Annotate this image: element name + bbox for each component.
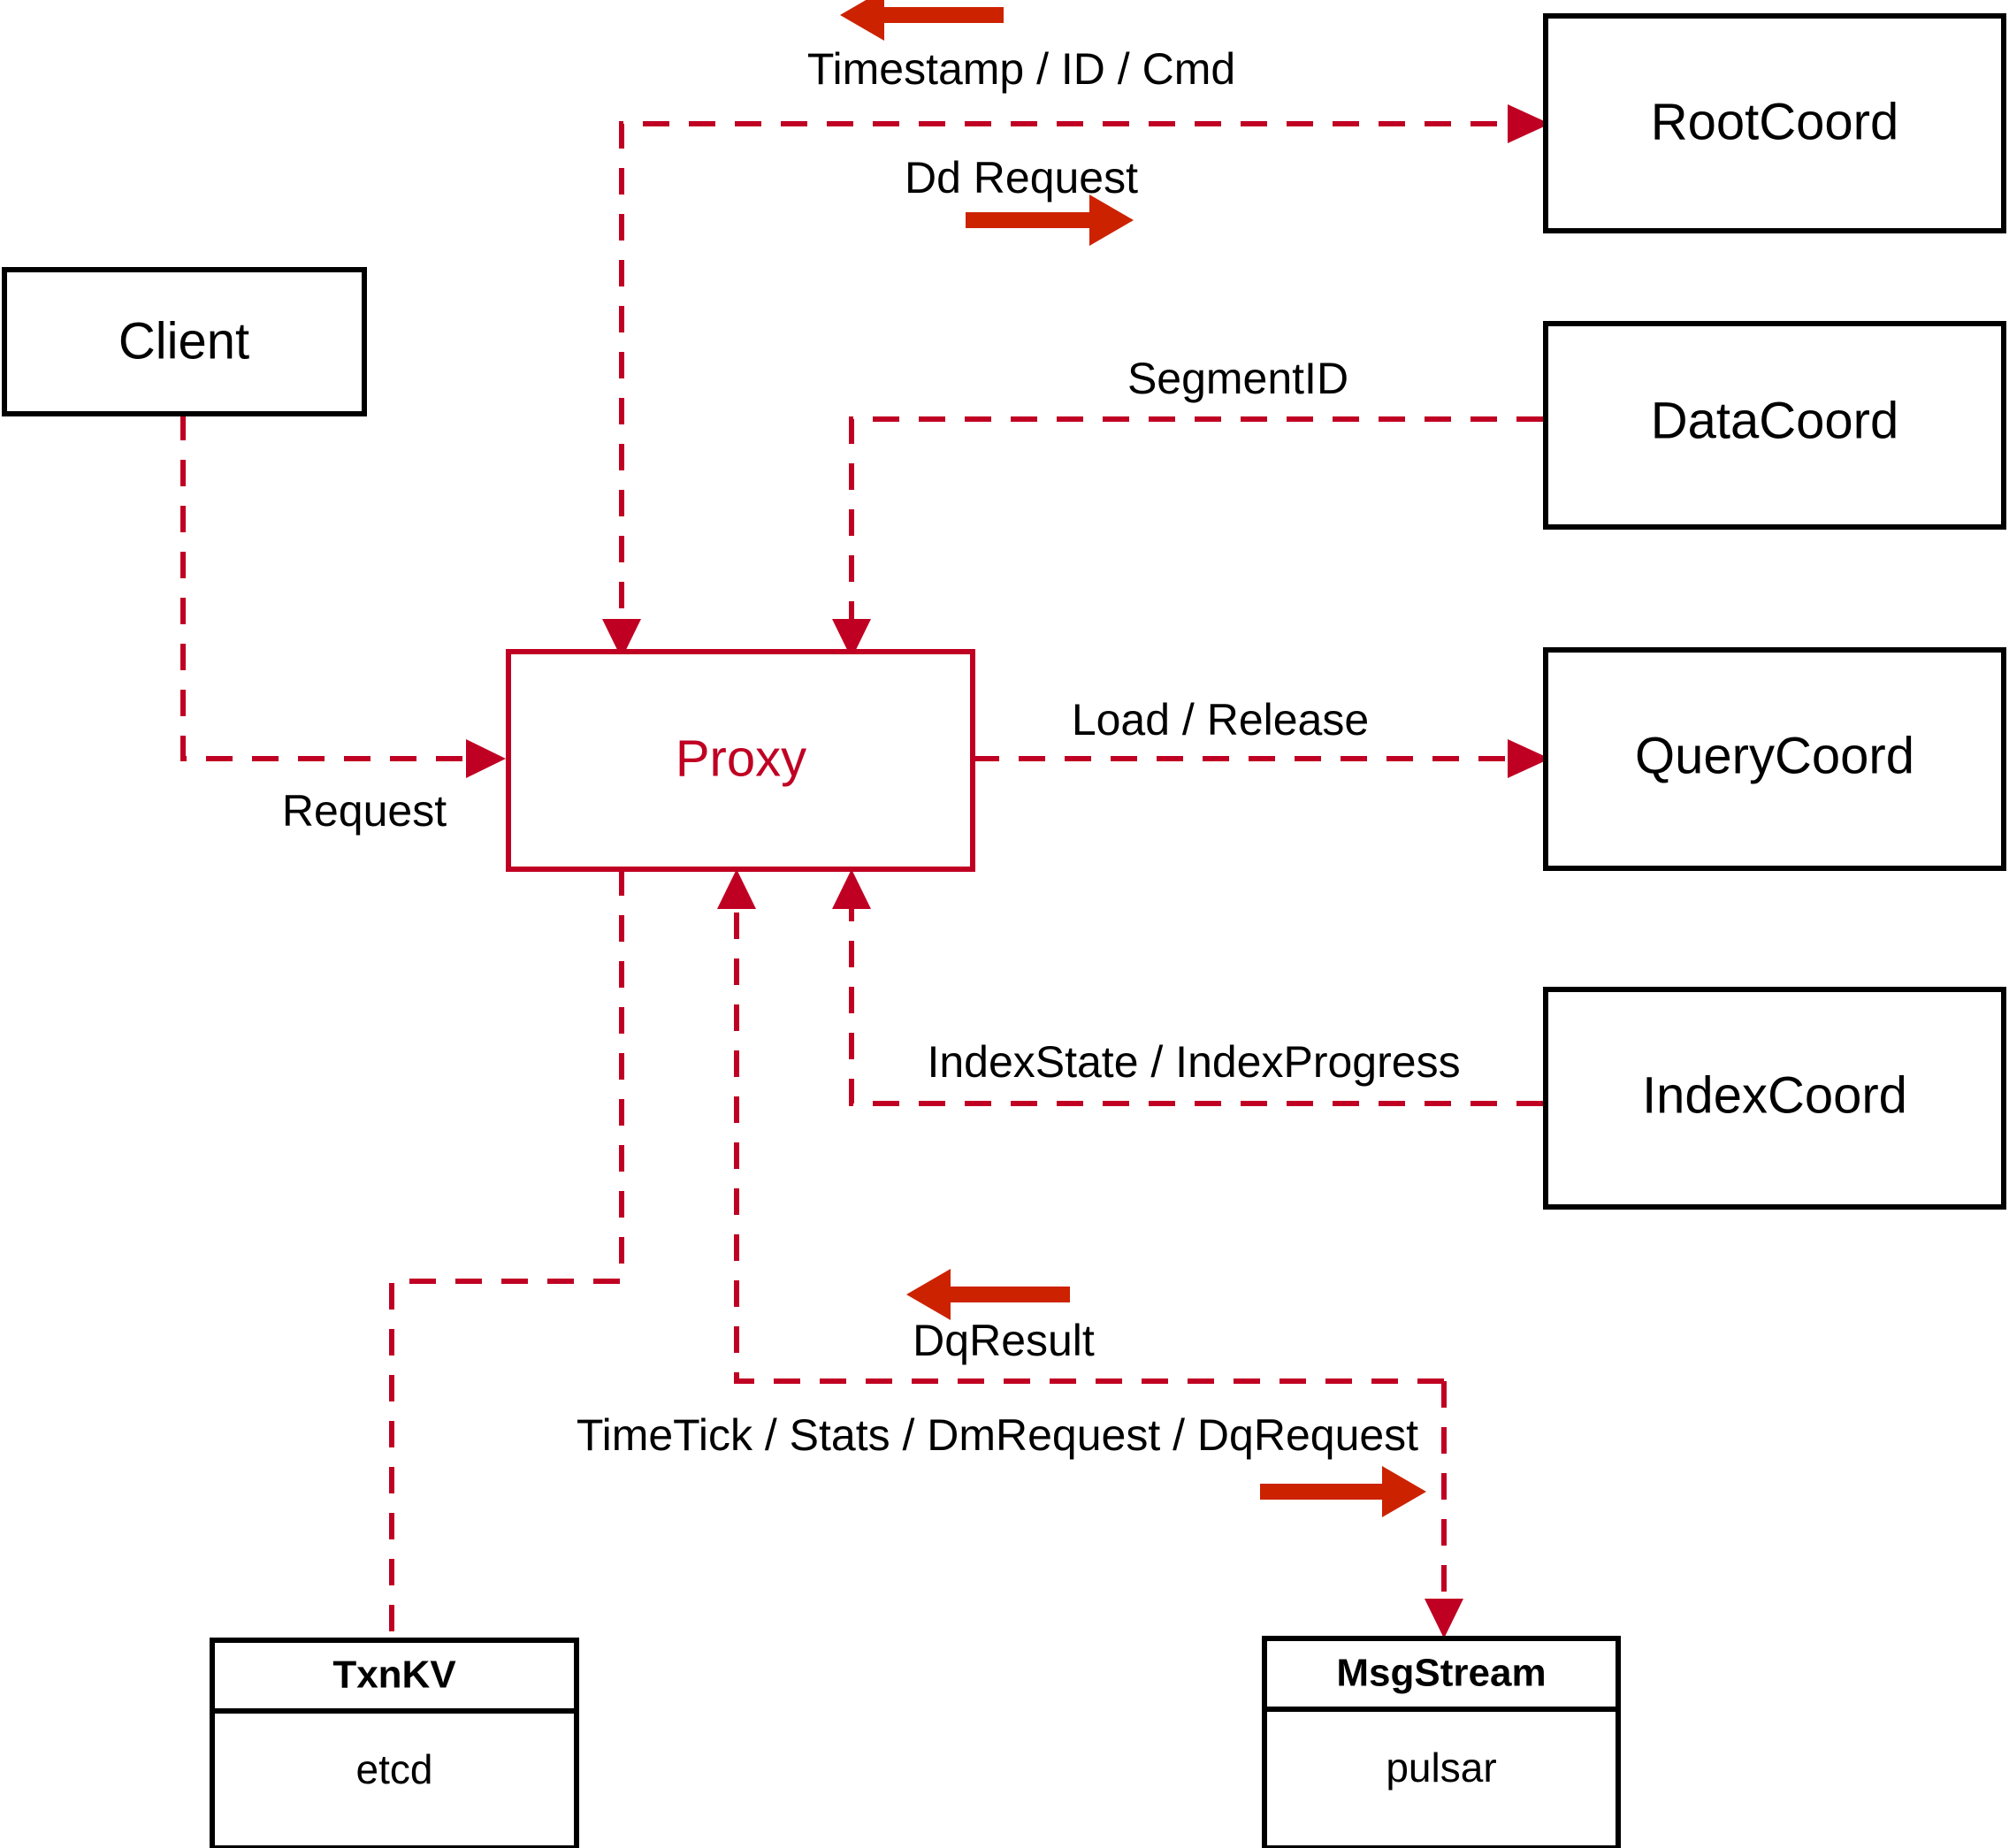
edge-path-timestamp-id-cmd (619, 121, 1543, 635)
arrow-shaft-dd-request (966, 212, 1103, 228)
direction-arrow-dqresult (906, 1269, 1070, 1320)
rootcoord-label: RootCoord (1651, 93, 1898, 150)
arrowhead-down-proxy-right (832, 619, 871, 659)
edge-path-request (180, 414, 482, 761)
edge-rootcoord-to-proxy (602, 104, 1550, 659)
edge-indexcoord-to-proxy (832, 869, 1543, 1106)
edge-path-index-state (849, 895, 1543, 1106)
arrowhead-right-proxy (466, 739, 506, 778)
direction-arrow-timestamp (840, 0, 1004, 41)
node-txnkv[interactable]: TxnKV etcd (210, 1638, 579, 1848)
client-box[interactable] (2, 267, 367, 416)
arrow-head-dqresult (906, 1269, 951, 1320)
edge-path-txnkv (389, 869, 624, 1640)
msgstream-impl: pulsar (1386, 1745, 1496, 1791)
node-rootcoord[interactable]: RootCoord (1543, 13, 2006, 233)
edge-datacoord-to-proxy (832, 416, 1543, 659)
rootcoord-box[interactable] (1543, 13, 2006, 233)
client-label: Client (118, 312, 249, 370)
edge-proxy-to-msgstream (1425, 1381, 1463, 1638)
direction-arrow-dd-request (966, 195, 1134, 246)
edge-label-timetick-stats: TimeTick / Stats / DmRequest / DqRequest (577, 1410, 1418, 1460)
proxy-box[interactable] (506, 649, 975, 872)
edge-label-dd-request: Dd Request (905, 153, 1138, 202)
arrow-shaft-dqresult (933, 1287, 1070, 1302)
node-indexcoord[interactable]: IndexCoord (1543, 987, 2006, 1210)
indexcoord-box[interactable] (1543, 987, 2006, 1210)
arrowhead-down-proxy-left (602, 619, 641, 659)
proxy-label: Proxy (676, 729, 806, 787)
node-client[interactable]: Client (2, 267, 367, 416)
msgstream-title: MsgStream (1336, 1652, 1546, 1695)
edge-path-segmentid (849, 416, 1543, 635)
arrow-shaft-timetick (1260, 1484, 1397, 1500)
node-datacoord[interactable]: DataCoord (1543, 321, 2006, 530)
querycoord-box[interactable] (1543, 647, 2006, 871)
node-msgstream[interactable]: MsgStream pulsar (1262, 1636, 1621, 1848)
edge-label-request: Request (282, 786, 447, 836)
arrowhead-up-proxy-dqresult (717, 869, 756, 909)
edge-proxy-to-txnkv (389, 869, 624, 1640)
edge-proxy-to-querycoord (973, 739, 1550, 778)
edge-msgstream-to-proxy-dqresult (717, 869, 1444, 1384)
arrowhead-right-rootcoord (1508, 104, 1550, 143)
datacoord-box[interactable] (1543, 321, 2006, 530)
edge-label-dqresult: DqResult (913, 1316, 1095, 1365)
arrowhead-down-msgstream (1425, 1599, 1463, 1638)
edge-label-load-release: Load / Release (1072, 695, 1369, 745)
msgstream-box[interactable] (1262, 1636, 1621, 1848)
arrow-head-timetick (1382, 1466, 1426, 1517)
arrowhead-up-proxy-index (832, 869, 871, 909)
arrow-shaft-timestamp (867, 7, 1004, 23)
txnkv-impl: etcd (356, 1746, 433, 1792)
edge-label-timestamp-id-cmd: Timestamp / ID / Cmd (807, 44, 1235, 94)
datacoord-label: DataCoord (1651, 392, 1898, 449)
arrow-head-dd-request (1089, 195, 1134, 246)
edge-label-segmentid: SegmentID (1127, 354, 1348, 403)
indexcoord-label: IndexCoord (1642, 1066, 1907, 1124)
direction-arrow-timetick (1260, 1466, 1426, 1517)
arrowhead-right-querycoord (1508, 739, 1550, 778)
edge-client-to-proxy (180, 414, 506, 778)
node-proxy[interactable]: Proxy (506, 649, 975, 872)
edge-label-index-state-progress: IndexState / IndexProgress (927, 1037, 1460, 1087)
txnkv-title: TxnKV (332, 1653, 456, 1697)
txnkv-box[interactable] (210, 1638, 579, 1848)
edge-path-dqresult (734, 895, 1444, 1384)
querycoord-label: QueryCoord (1635, 727, 1914, 784)
node-querycoord[interactable]: QueryCoord (1543, 647, 2006, 871)
arrow-head-timestamp (840, 0, 884, 41)
